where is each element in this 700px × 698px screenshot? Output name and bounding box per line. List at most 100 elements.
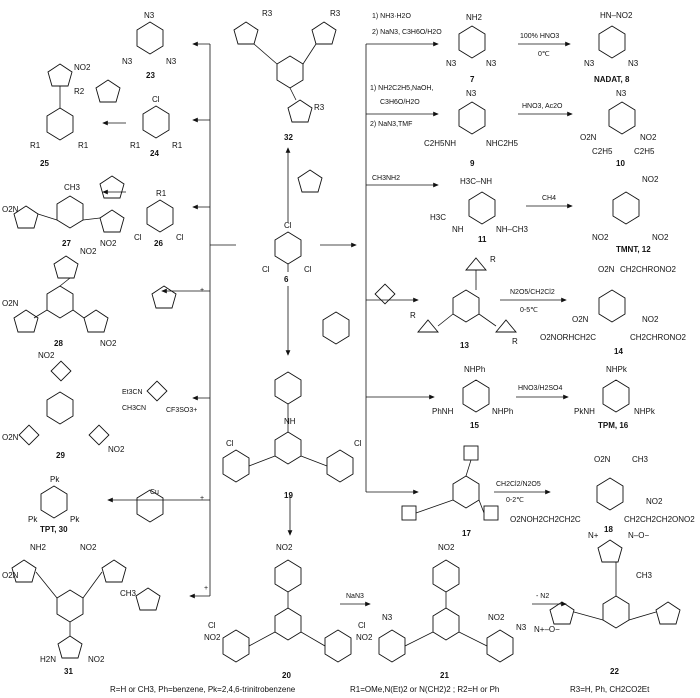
- substituent-label: NO2: [642, 315, 659, 324]
- substituent-label: CH3: [64, 183, 81, 192]
- reagent-label: CH3CN: [122, 405, 146, 412]
- compound-number: 32: [284, 133, 293, 142]
- substituent-label: CH3: [632, 455, 649, 464]
- substituent-label: Pk: [70, 515, 80, 524]
- compound-number: 31: [64, 667, 73, 676]
- compound-number: 15: [470, 421, 479, 430]
- substituent-label: N3: [516, 623, 527, 632]
- left-arrows: [102, 41, 210, 599]
- substituent-label: R1: [156, 189, 167, 198]
- substituent-label: NO2: [204, 633, 221, 642]
- benzene-rings: [136, 311, 514, 663]
- substituent-label: N3: [144, 11, 155, 20]
- substituent-label: O2N: [598, 265, 615, 274]
- compound-number: 23: [146, 71, 155, 80]
- compound-number: 9: [470, 159, 475, 168]
- substituent-label: N3: [486, 59, 497, 68]
- compound-number: TPM, 16: [598, 421, 629, 430]
- substituent-label: NO2: [640, 133, 657, 142]
- reagent-labels: 1) NH3·H2O 2) NaN3, C3H6O/H2O 100% HNO3 …: [122, 13, 563, 600]
- compound-number: 13: [460, 341, 469, 350]
- substituent-label: NH2: [466, 13, 483, 22]
- substituent-label: NHC2H5: [486, 139, 519, 148]
- substituent-label: NO2: [108, 445, 125, 454]
- reagent-label: 0-5℃: [520, 307, 538, 314]
- substituent-label: R3: [262, 9, 273, 18]
- compound-number: 25: [40, 159, 49, 168]
- substituent-label: NO2: [74, 63, 91, 72]
- substituent-label: HN–NO2: [600, 11, 633, 20]
- substituent-label: O2NORHCH2C: [540, 333, 596, 342]
- reagent-label: 100% HNO3: [520, 33, 559, 40]
- substituent-label: R1: [78, 141, 89, 150]
- substituent-label: NO2: [80, 247, 97, 256]
- substituent-label: CH2CHRONO2: [630, 333, 687, 342]
- trunk-lines: [209, 44, 367, 596]
- reagent-label: N2O5/CH2Cl2: [510, 289, 555, 296]
- compound-number: 17: [462, 529, 471, 538]
- substituent-label: CH3: [120, 589, 137, 598]
- substituent-label: R: [490, 255, 496, 264]
- triazine-rings: [40, 21, 640, 641]
- compound-number: 18: [604, 525, 613, 534]
- substituent-label: O2N: [2, 433, 19, 442]
- substituent-label: NO2: [642, 175, 659, 184]
- footnote-r3-definition: R3=H, Ph, CH2CO2Et: [570, 685, 650, 694]
- substituent-label: N3: [122, 57, 133, 66]
- compound-numbers: 23 25 24 32 7 NADAT, 8 9 10 11 TMNT, 12 …: [40, 71, 651, 680]
- substituent-label: NHPk: [634, 407, 656, 416]
- substituent-label: C2H5NH: [424, 139, 456, 148]
- reagent-label: 2) NaN3,TMF: [370, 121, 412, 128]
- substituent-label: NO2: [652, 233, 669, 242]
- substituent-label: CH3: [636, 571, 653, 580]
- substituent-label: N3: [584, 59, 595, 68]
- substituent-label: NHPh: [464, 365, 485, 374]
- substituent-label: H3C: [430, 213, 446, 222]
- substituent-label: O2N: [572, 315, 589, 324]
- compound-number: 6: [284, 275, 289, 284]
- compound-number: TPT, 30: [40, 525, 68, 534]
- compound-number: 20: [282, 671, 291, 680]
- substituent-label: R1: [30, 141, 41, 150]
- substituent-label: O2N: [580, 133, 597, 142]
- reagent-label: CH2Cl2/N2O5: [496, 481, 541, 488]
- substituent-label: N+: [588, 531, 599, 540]
- substituent-label: NO2: [80, 543, 97, 552]
- substituent-label: Cl: [176, 233, 184, 242]
- substituent-label: N–O−: [628, 531, 649, 540]
- compound-number: 26: [154, 239, 163, 248]
- footnotes: R=H or CH3, Ph=benzene, Pk=2,4,6-trinitr…: [110, 685, 650, 694]
- right-arrows: [320, 41, 573, 607]
- vertical-arrows: [285, 147, 293, 536]
- substituent-label: N+–O−: [534, 625, 560, 634]
- substituent-label: NHPk: [606, 365, 628, 374]
- substituent-label: Pk: [50, 475, 60, 484]
- substituent-label: NO2: [646, 497, 663, 506]
- reagent-label: NaN3: [346, 593, 364, 600]
- four-membered-rings: [18, 283, 499, 521]
- reagent-label: 0-2℃: [506, 497, 524, 504]
- substituent-label: O2N: [2, 205, 19, 214]
- substituent-label: Cl: [208, 621, 216, 630]
- substituent-label: O2NOH2CH2CH2C: [510, 515, 581, 524]
- substituent-label: Cl: [262, 265, 270, 274]
- substituent-label: NO2: [100, 239, 117, 248]
- reagent-label: CH4: [542, 195, 556, 202]
- substituent-label: R1: [130, 141, 141, 150]
- substituent-label: NO2: [88, 655, 105, 664]
- substituent-label: R2: [74, 87, 85, 96]
- substituent-label: Cl: [284, 221, 292, 230]
- substituent-label: NH: [284, 417, 296, 426]
- compound-number: 21: [440, 671, 449, 680]
- compound-number: 24: [150, 149, 159, 158]
- reagent-label: CF3SO3+: [166, 407, 197, 414]
- substituent-label: Cl: [134, 233, 142, 242]
- compound-number: 29: [56, 451, 65, 460]
- substituent-label: R: [410, 311, 416, 320]
- substituent-label: N3: [166, 57, 177, 66]
- substituent-label: R: [512, 337, 518, 346]
- substituent-label: NO2: [100, 339, 117, 348]
- substituent-label: R1: [172, 141, 183, 150]
- substituent-label: O2N: [594, 455, 611, 464]
- reagent-label: 1) NH3·H2O: [372, 13, 411, 20]
